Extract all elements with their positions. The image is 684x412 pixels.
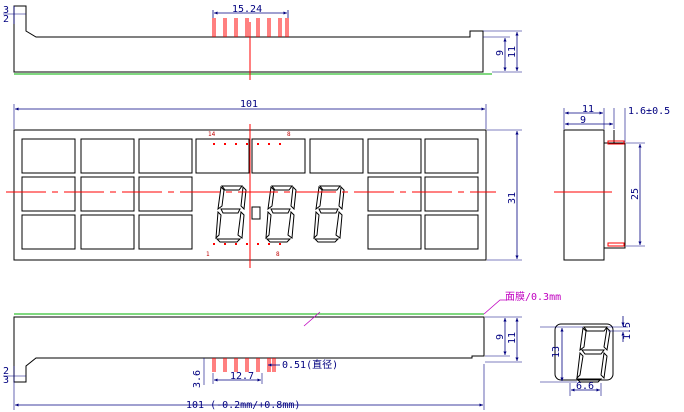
- side-view-pin-bottom: [607, 242, 625, 247]
- side-view-inner-width-dim: 9: [580, 115, 586, 126]
- top-view-right-dim-outer: 11: [507, 46, 518, 58]
- bottom-view-right-dim-outer: 11: [507, 332, 518, 344]
- top-view-pins: [212, 18, 289, 37]
- digit-detail-stroke-dim: 1.5: [622, 322, 633, 340]
- top-view-right-dim-inner: 9: [495, 50, 506, 56]
- side-view-pin-span-dim: 25: [630, 188, 641, 200]
- front-view-width-dim: 101: [240, 99, 258, 110]
- bottom-view-left-dim-b: 3: [3, 375, 9, 386]
- side-view-pin-top: [607, 140, 625, 145]
- top-view: 15.24 3 2 9 11: [3, 4, 522, 80]
- bottom-view-pitch-dim: 12.7: [230, 371, 254, 382]
- bottom-view-width-tol-dim: 101 (-0.2mm/+0.8mm): [186, 400, 300, 411]
- bottom-view-pins: [212, 358, 276, 372]
- top-view-left-dim-a: 3: [3, 5, 9, 16]
- front-view: 101 31: [6, 99, 522, 268]
- digit-detail: 13 1.5 6.6: [540, 316, 633, 396]
- bottom-view-pin-len-dim: 3.6: [192, 370, 203, 388]
- front-view-digits: [215, 185, 345, 243]
- pin-label-top-first: 14: [208, 131, 216, 138]
- pin-label-top-last: 8: [287, 131, 291, 138]
- bottom-view-body: [13, 316, 485, 383]
- pin-label-bottom-first: 1: [206, 251, 210, 258]
- top-view-body: [13, 5, 484, 73]
- front-view-height-dim: 31: [507, 192, 518, 204]
- top-view-left-dim-b: 2: [3, 14, 9, 25]
- digit-detail-body: [554, 323, 614, 381]
- bottom-view-film-note: 面膜/0.3mm: [505, 291, 561, 303]
- bottom-view-right-dim-inner: 9: [495, 334, 506, 340]
- top-view-pitch-dim: 15.24: [232, 4, 262, 15]
- pin-label-bottom-last: 8: [276, 251, 280, 258]
- digit-detail-width-dim: 6.6: [576, 381, 594, 392]
- digit-detail-height-dim: 13: [551, 346, 562, 358]
- side-view-body: [563, 129, 626, 261]
- side-view: 11 9 1.6±0.5 25: [554, 104, 670, 261]
- side-view-film-dim: 1.6±0.5: [628, 106, 670, 117]
- bottom-view: 面膜/0.3mm 12.7 3.6 0.51(直径) 2 3 9: [3, 291, 561, 411]
- front-view-pin-marks: [213, 143, 281, 245]
- side-view-outer-width-dim: 11: [582, 104, 594, 115]
- front-view-windows: [21, 138, 479, 250]
- bottom-view-left-dim-a: 2: [3, 366, 9, 377]
- bottom-view-pin-dia-dim: 0.51(直径): [282, 358, 338, 371]
